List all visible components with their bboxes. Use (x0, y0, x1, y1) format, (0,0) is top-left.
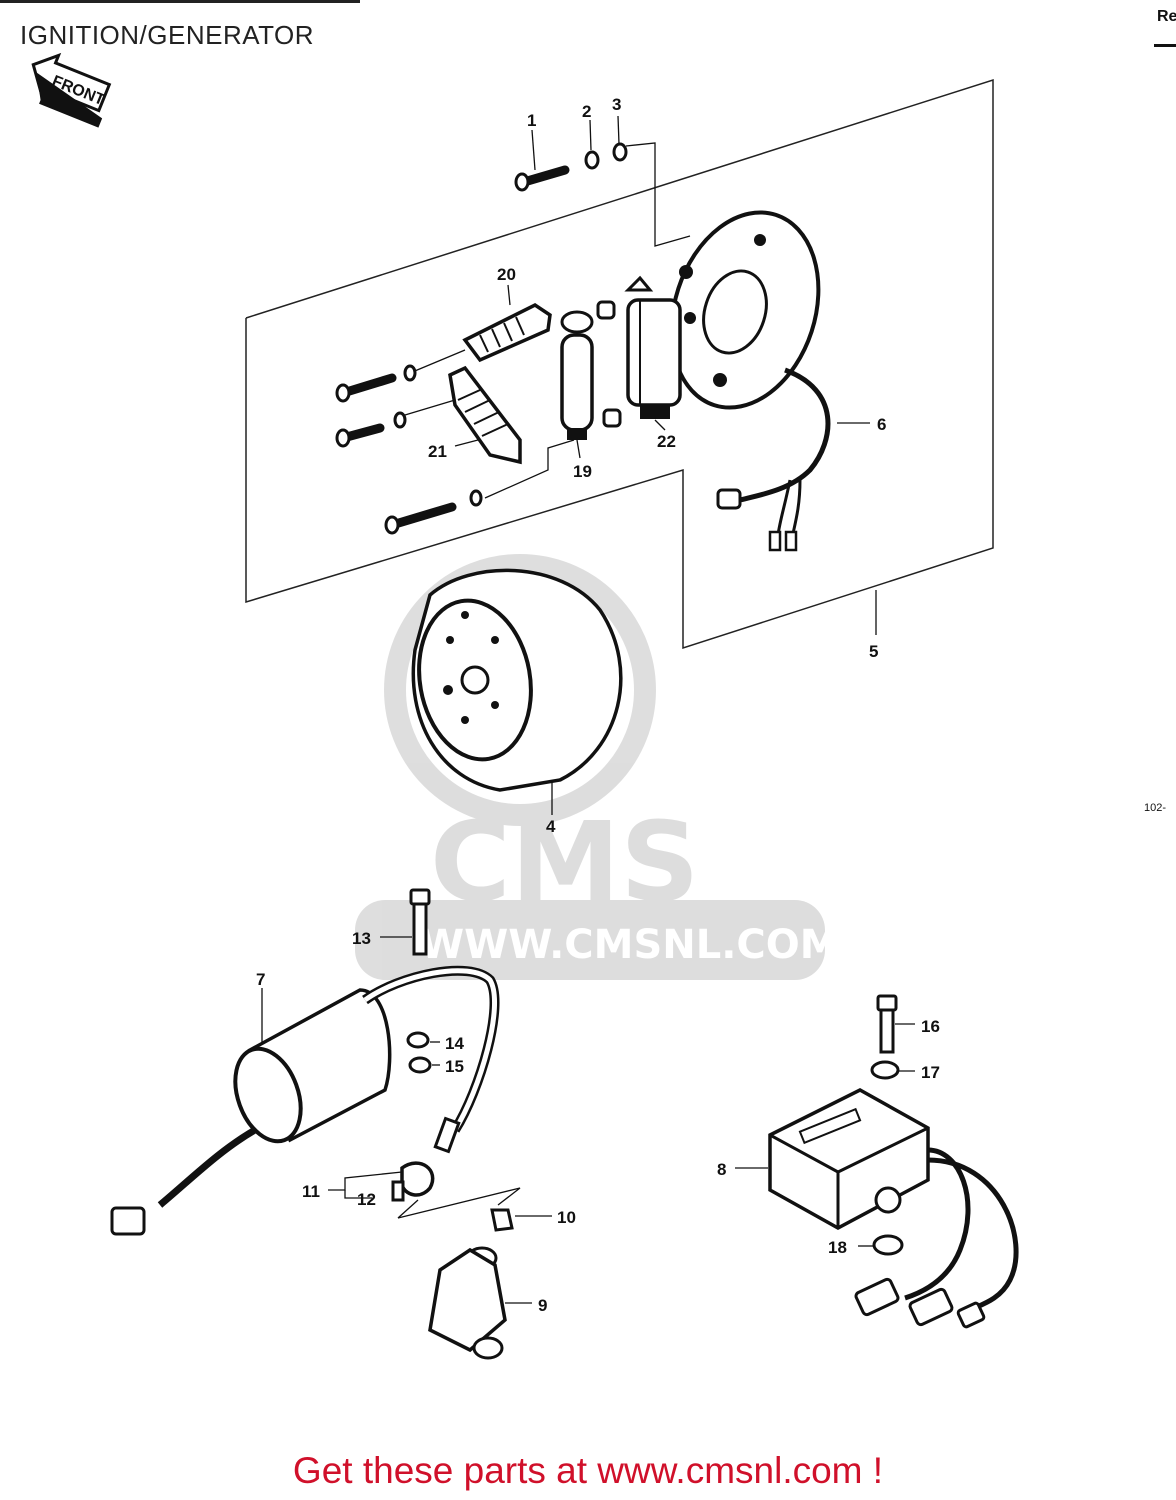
stator-plate (669, 210, 821, 410)
watermark: CMS WWW.CMSNL.COM (355, 554, 840, 980)
watermark-mascot-icon (384, 554, 656, 826)
top-rule (0, 0, 360, 3)
washer-14 (406, 1031, 440, 1049)
callout-21: 21 (428, 442, 447, 461)
screw-12 (391, 1180, 405, 1202)
callout-17: 17 (921, 1063, 940, 1082)
callout-16: 16 (921, 1017, 940, 1036)
corner-rule (1154, 44, 1176, 47)
callout-6: 6 (877, 415, 886, 434)
side-code: 102- (1144, 802, 1167, 814)
callout-9: 9 (538, 1296, 547, 1315)
washer-2 (584, 119, 600, 170)
screw-lower (384, 489, 483, 535)
coil-22 (624, 275, 682, 431)
callout-1: 1 (527, 111, 536, 130)
plug-cap-9 (428, 1246, 532, 1360)
bolt-13 (380, 888, 431, 956)
washer-15 (408, 1056, 440, 1074)
watermark-logo: CMS (430, 798, 699, 926)
callout-19: 19 (573, 462, 592, 481)
callout-3: 3 (612, 95, 621, 114)
callout-14: 14 (445, 1034, 464, 1053)
callout-15: 15 (445, 1057, 464, 1076)
watermark-url: WWW.CMSNL.COM (420, 922, 840, 968)
footer-promo-link[interactable]: Get these parts at www.cmsnl.com ! (292, 1450, 884, 1491)
callout-10: 10 (557, 1208, 576, 1227)
callout-4: 4 (546, 817, 556, 836)
rotor-4 (411, 568, 623, 815)
callout-12: 12 (357, 1190, 376, 1209)
callout-2: 2 (582, 102, 591, 121)
washer-18 (858, 1234, 904, 1256)
corner-label: Re (1157, 8, 1176, 25)
callout-20: 20 (497, 265, 516, 284)
watermark-url-band (355, 900, 825, 980)
pickup-coil-20 (409, 284, 552, 374)
spring-10 (490, 1208, 552, 1232)
callout-7: 7 (256, 970, 265, 989)
screw-upper (335, 364, 417, 403)
front-arrow-icon: FRONT (31, 52, 112, 128)
plug-cap-bracket (397, 1187, 521, 1219)
callout-8: 8 (717, 1160, 726, 1179)
screw-middle (335, 411, 407, 448)
callout-5: 5 (869, 642, 878, 661)
cdi-unit-8 (735, 1088, 1019, 1329)
stator-assembly-frame (245, 78, 994, 650)
callout-22: 22 (657, 432, 676, 451)
washer-17 (870, 1060, 915, 1080)
coil-19 (484, 300, 622, 499)
callout-13: 13 (352, 929, 371, 948)
stator-lead-6 (716, 367, 870, 552)
callout-18: 18 (828, 1238, 847, 1257)
clamp-11 (328, 1161, 435, 1199)
plug-cap-bracket-lower (397, 1199, 419, 1219)
bolt-16 (876, 994, 915, 1054)
bolt-1 (514, 129, 570, 192)
pickup-coil-21 (404, 365, 522, 465)
callout-11: 11 (302, 1182, 320, 1201)
page-title: IGNITION/GENERATOR (20, 20, 315, 50)
washer-3 (612, 115, 691, 247)
ignition-coil-7 (110, 965, 500, 1236)
